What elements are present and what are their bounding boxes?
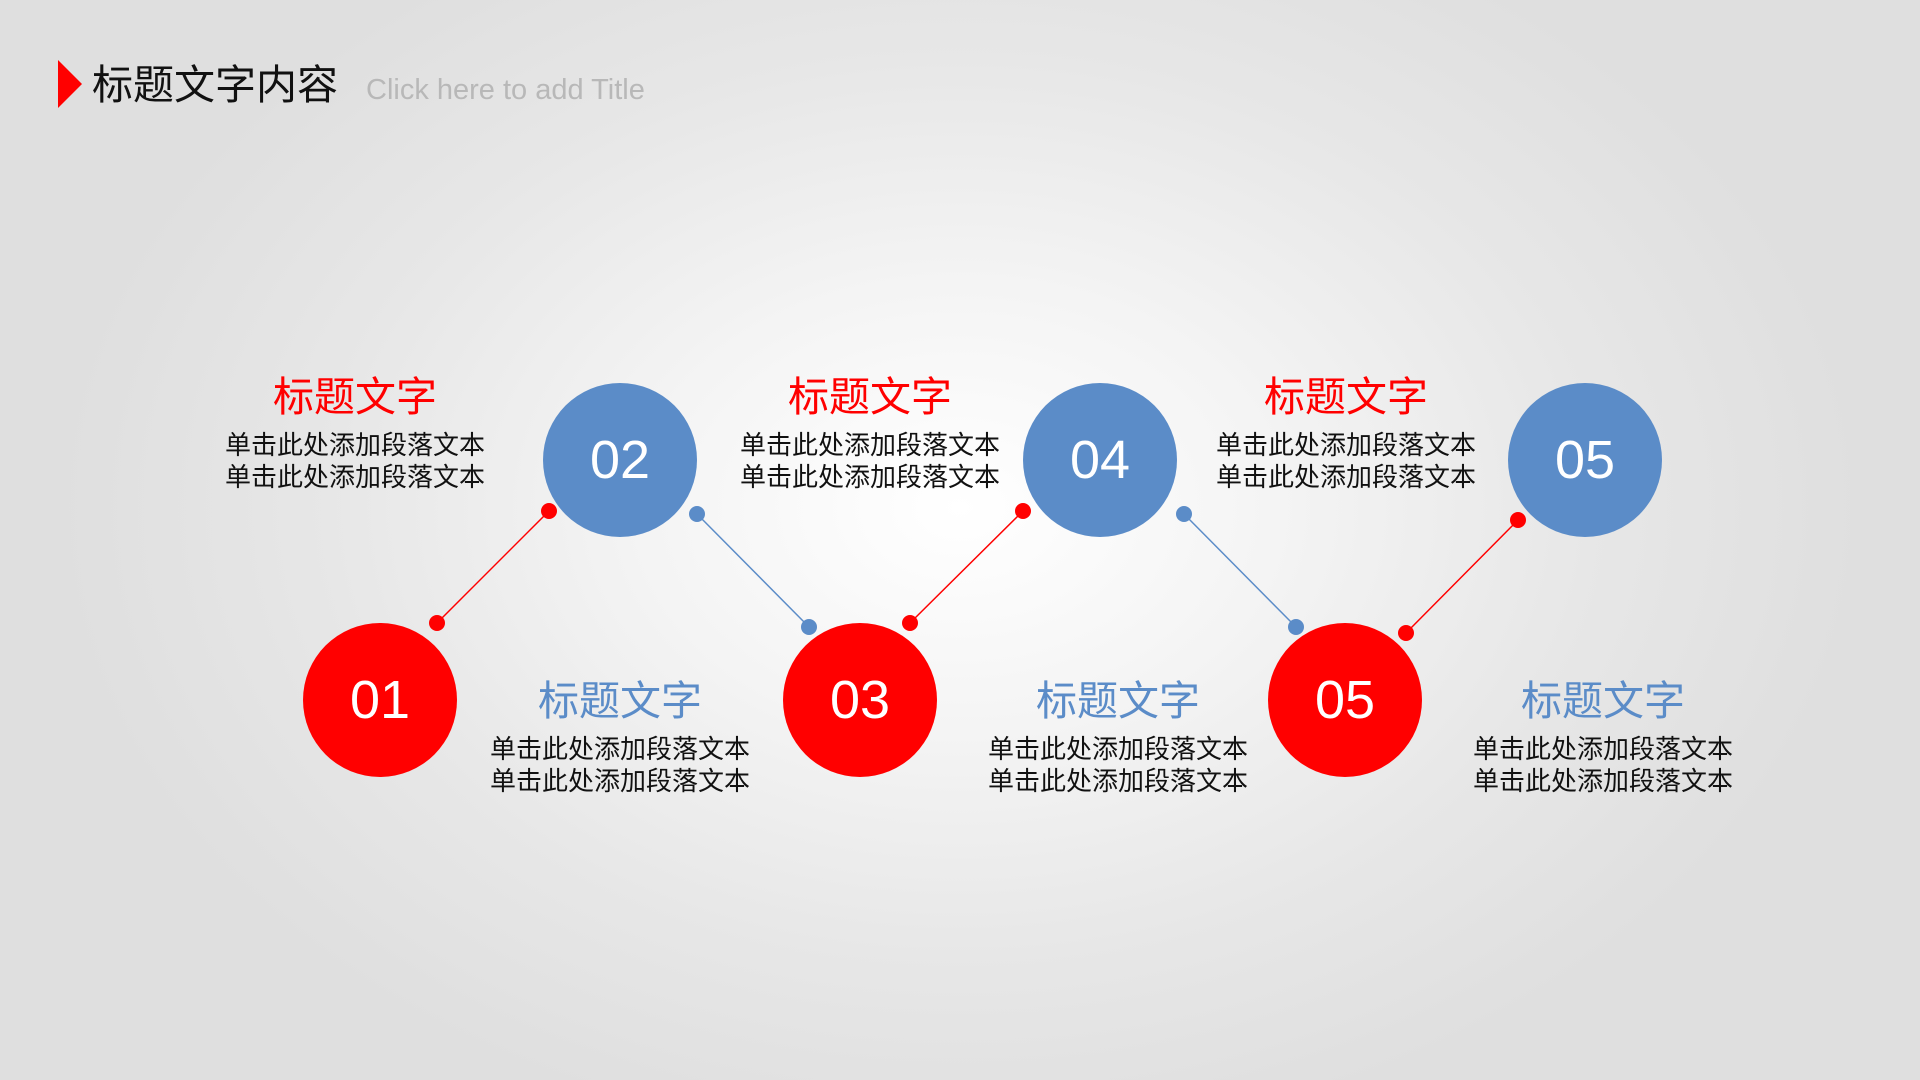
block-title[interactable]: 标题文字 [538,677,702,725]
block-body-line-1[interactable]: 单击此处添加段落文本 [987,735,1248,765]
block-body-line-2[interactable]: 单击此处添加段落文本 [1215,463,1476,493]
step-number: 05 [1554,430,1616,490]
step-circle-1[interactable]: 01 [303,623,457,777]
block-title[interactable]: 标题文字 [788,373,952,421]
block-body-line-2[interactable]: 单击此处添加段落文本 [739,463,1000,493]
text-block-2: 标题文字 单击此处添加段落文本 单击此处添加段落文本 [480,676,760,798]
block-body-line-1[interactable]: 单击此处添加段落文本 [224,431,485,461]
connector-02-03 [689,506,817,635]
block-body-line-1[interactable]: 单击此处添加段落文本 [489,735,750,765]
step-circle-5[interactable]: 05 [1268,623,1422,777]
page-subtitle-placeholder[interactable]: Click here to add Title [366,74,645,106]
step-circle-4[interactable]: 04 [1023,383,1177,537]
block-title[interactable]: 标题文字 [273,373,437,421]
block-body-line-2[interactable]: 单击此处添加段落文本 [224,463,485,493]
title-marker-triangle-icon [58,60,82,108]
page-title[interactable]: 标题文字内容 [92,61,338,109]
block-body-line-2[interactable]: 单击此处添加段落文本 [1472,767,1733,797]
text-block-1: 标题文字 单击此处添加段落文本 单击此处添加段落文本 [215,372,495,494]
block-body-line-1[interactable]: 单击此处添加段落文本 [739,431,1000,461]
block-title[interactable]: 标题文字 [1521,677,1685,725]
step-number: 02 [589,430,651,490]
step-number: 04 [1069,430,1131,490]
step-number: 03 [829,670,891,730]
step-number: 01 [349,670,411,730]
text-block-5: 标题文字 单击此处添加段落文本 单击此处添加段落文本 [1206,372,1486,494]
block-title[interactable]: 标题文字 [1036,677,1200,725]
connector-05-05 [1398,512,1526,641]
block-body-line-1[interactable]: 单击此处添加段落文本 [1472,735,1733,765]
text-block-4: 标题文字 单击此处添加段落文本 单击此处添加段落文本 [978,676,1258,798]
block-title[interactable]: 标题文字 [1264,373,1428,421]
text-block-6: 标题文字 单击此处添加段落文本 单击此处添加段落文本 [1463,676,1743,798]
connector-01-02 [429,503,557,631]
connector-03-04 [902,503,1031,631]
block-body-line-2[interactable]: 单击此处添加段落文本 [489,767,750,797]
step-circle-3[interactable]: 03 [783,623,937,777]
step-circle-6[interactable]: 05 [1508,383,1662,537]
text-block-3: 标题文字 单击此处添加段落文本 单击此处添加段落文本 [730,372,1010,494]
block-body-line-2[interactable]: 单击此处添加段落文本 [987,767,1248,797]
step-circle-2[interactable]: 02 [543,383,697,537]
block-body-line-1[interactable]: 单击此处添加段落文本 [1215,431,1476,461]
connector-04-05 [1176,506,1304,635]
step-number: 05 [1314,670,1376,730]
